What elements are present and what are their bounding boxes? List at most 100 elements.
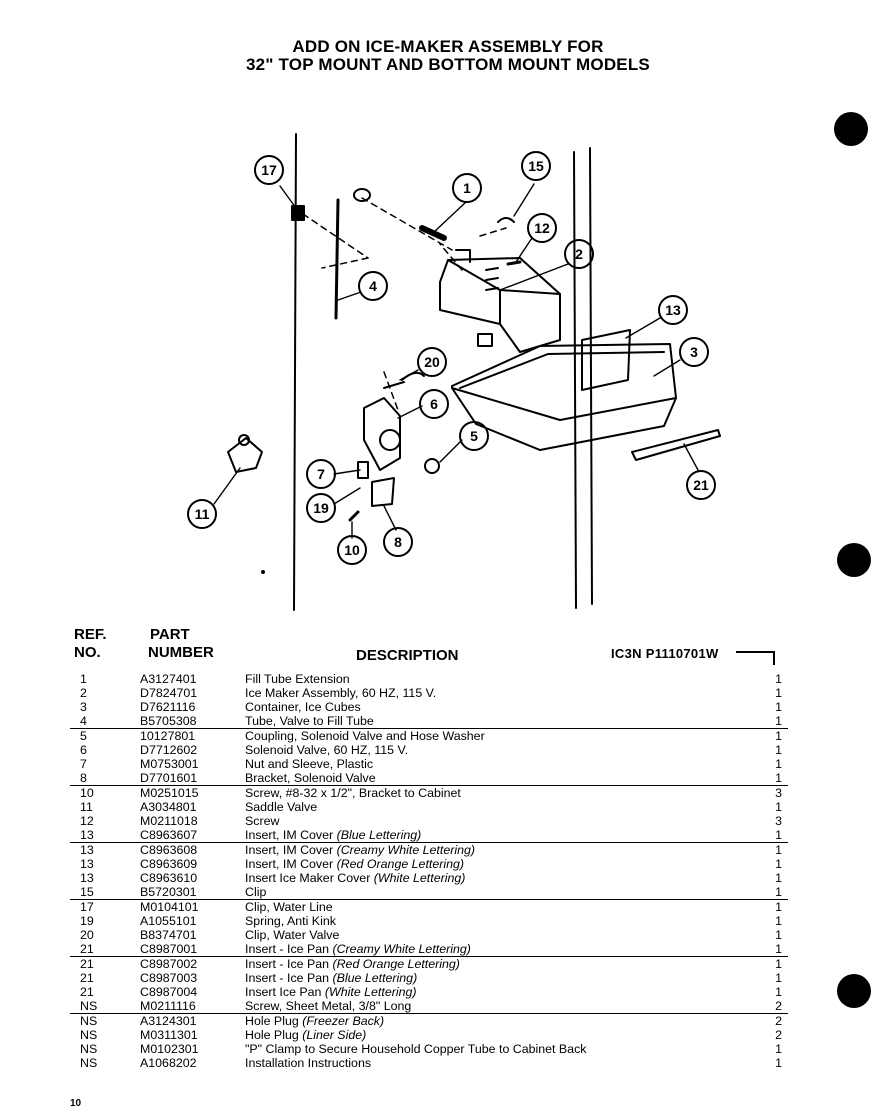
lettering-note: (Creamy White Lettering) [336,843,475,857]
ref-cell-text: 21 [80,985,94,999]
quantity-cell-text: 1 [775,800,782,814]
part-number-cell: B8374701 [140,928,245,942]
part-number-cell: M0251015 [140,785,245,800]
quantity-cell: 1 [745,1056,788,1070]
quantity-cell-text: 1 [775,900,782,914]
lettering-note: (Red Orange Lettering) [336,857,465,871]
saddle-valve [227,437,263,473]
description-cell: Solenoid Valve, 60 HZ, 115 V. [245,743,745,757]
description-cell: Clip [245,885,745,900]
part-number-cell: C8963609 [140,857,245,871]
part-number-cell-text: A1068202 [140,1056,197,1070]
part-number-cell: M0753001 [140,757,245,771]
ref-cell-text: 13 [80,871,94,885]
part-number-cell-text: D7712602 [140,743,198,757]
quantity-cell-text: 1 [775,942,782,956]
part-number-cell: C8963610 [140,871,245,885]
description-cell-text: Insert, IM Cover [245,828,334,842]
ref-cell: 12 [70,814,140,828]
part-number-cell: C8987003 [140,971,245,985]
description-cell: Fill Tube Extension [245,672,745,686]
callout-label: 5 [470,428,478,444]
part-number-cell: A3127401 [140,672,245,686]
quantity-cell-text: 2 [775,1028,782,1042]
description-cell-text: Coupling, Solenoid Valve and Hose Washer [245,729,485,743]
ref-cell: 13 [70,842,140,857]
part-number-cell-text: M0311301 [140,1028,198,1042]
description-cell-text: Nut and Sleeve, Plastic [245,757,374,771]
description-cell: Insert, IM Cover (Blue Lettering) [245,828,745,843]
part-number-cell: M0211116 [140,999,245,1014]
fill-tube-extension [419,225,447,241]
description-cell: Container, Ice Cubes [245,700,745,714]
part-number-cell-text: M0753001 [140,757,199,771]
part-number-cell: D7701601 [140,771,245,786]
quantity-cell: 1 [745,942,788,957]
ref-cell-text: 21 [80,957,94,971]
part-number-cell: 10127801 [140,728,245,743]
part-number-cell: A3124301 [140,1013,245,1028]
ref-cell-text: 7 [80,757,87,771]
callout-label: 20 [424,354,440,370]
ref-cell: 2 [70,686,140,700]
part-number-cell: A1055101 [140,914,245,928]
part-number-cell-text: A3124301 [140,1014,197,1028]
description-cell-text: Clip, Water Line [245,900,333,914]
quantity-cell: 1 [745,757,788,771]
description-cell: Screw [245,814,745,828]
description-cell: Insert - Ice Pan (Creamy White Lettering… [245,942,745,957]
ice-cube-container [451,343,677,421]
description-cell-text: Bracket, Solenoid Valve [245,771,376,785]
quantity-cell: 1 [745,885,788,900]
description-cell: Ice Maker Assembly, 60 HZ, 115 V. [245,686,745,700]
part-number-cell: D7824701 [140,686,245,700]
part-number-cell-text: D7701601 [140,771,198,785]
part-header-line1: PART [150,626,190,643]
ref-cell: 7 [70,757,140,771]
tube-valve-to-fill-tube [334,198,340,320]
callout-label: 2 [575,246,583,262]
ref-cell: 4 [70,714,140,729]
description-cell-text: Fill Tube Extension [245,672,350,686]
description-cell: Bracket, Solenoid Valve [245,771,745,786]
quantity-cell-text: 1 [775,729,782,743]
quantity-cell: 2 [745,1013,788,1028]
quantity-cell-text: 1 [775,985,782,999]
quantity-cell-text: 3 [775,786,782,800]
part-header-line2: NUMBER [148,644,214,661]
part-number-cell-text: M0102301 [140,1042,199,1056]
quantity-cell-text: 1 [775,743,782,757]
part-number-cell-text: C8963610 [140,871,198,885]
cabinet-line-right-2 [589,147,593,605]
ref-cell-text: NS [80,1014,98,1028]
callout-leaders [213,183,699,539]
quantity-cell: 1 [745,971,788,985]
lettering-note: (White Lettering) [324,985,417,999]
part-number-cell: M0102301 [140,1042,245,1056]
description-cell: Spring, Anti Kink [245,914,745,928]
quantity-cell: 1 [745,871,788,885]
description-cell: Insert, IM Cover (Red Orange Lettering) [245,857,745,871]
table-row: NS A3124301 Hole Plug (Freezer Back)2 [70,1013,788,1028]
description-cell: Hole Plug (Freezer Back) [245,1013,745,1028]
exploded-parts-diagram: 17 15 1 12 2 4 13 3 20 6 5 7 19 10 8 11 … [187,133,721,611]
ref-cell-text: 19 [80,914,94,928]
part-number-cell: A3034801 [140,800,245,814]
part-number-cell-text: M0211018 [140,814,198,828]
part-number-cell-text: B5720301 [140,885,197,899]
ref-cell: 21 [70,942,140,957]
quantity-cell: 1 [745,800,788,814]
description-cell-text: Insert - Ice Pan [245,971,330,985]
ref-cell: 21 [70,956,140,971]
